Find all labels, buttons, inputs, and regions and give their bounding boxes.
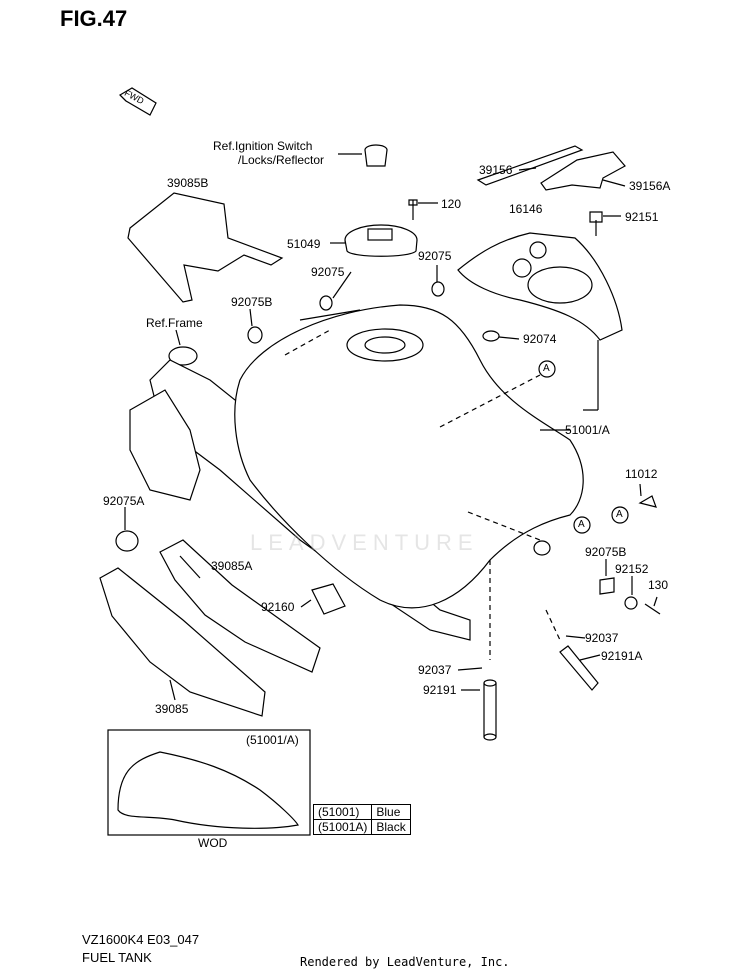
color-row-part: (51001) (312, 804, 373, 820)
leader-lines (124, 153, 658, 701)
inset-box (107, 729, 311, 836)
pad-39085b (127, 192, 284, 303)
figure-title: FIG.47 (60, 6, 128, 31)
callout-51049: 51049 (287, 237, 321, 251)
fwd-arrow (119, 87, 157, 116)
damper-92160 (311, 583, 346, 615)
callout-51001a: 51001/A (565, 423, 610, 437)
callout-92152: 92152 (615, 562, 649, 576)
meter-panel-16146 (457, 232, 623, 341)
callout-16146: 16146 (509, 202, 543, 216)
circle-a-label-1: A (543, 363, 550, 374)
callout-39085: 39085 (155, 702, 189, 716)
callout-ref-ignition-2: /Locks/Reflector (238, 153, 325, 167)
callout-39156a: 39156A (629, 179, 671, 193)
bolt-120 (408, 199, 418, 220)
color-row: (51001) Blue (312, 804, 411, 820)
circle-a-label-3: A (578, 519, 585, 530)
piece-39156a (540, 151, 626, 191)
callout-ref-ignition-1: Ref.Ignition Switch (213, 139, 313, 153)
grommet-92075b-top (247, 326, 263, 344)
ignition-cap (364, 144, 388, 167)
grommet-92075-right (431, 281, 445, 297)
color-row-color: Blue (371, 804, 411, 820)
callout-92075b-bottom: 92075B (585, 545, 627, 559)
callout-39085b: 39085B (167, 176, 209, 190)
callout-ref-frame: Ref.Frame (146, 316, 203, 330)
figure-name: FUEL TANK (82, 950, 152, 965)
cover-39085 (99, 567, 266, 717)
filler-cap-51049 (344, 224, 418, 257)
callout-92037-left: 92037 (418, 663, 452, 677)
callout-39156: 39156 (479, 163, 513, 177)
circle-a-marker-1 (538, 360, 556, 378)
callout-92075b-top: 92075B (231, 295, 273, 309)
color-row-color: Black (371, 819, 411, 835)
circle-a-marker-2 (611, 506, 629, 524)
circle-a-label-2: A (616, 509, 623, 520)
callout-92075-right: 92075 (418, 249, 452, 263)
callout-92151: 92151 (625, 210, 659, 224)
callout-120: 120 (441, 197, 462, 211)
bolt-92151 (589, 211, 603, 236)
model-code: VZ1600K4 E03_047 (82, 932, 200, 947)
color-table: (51001) Blue (51001A) Black (312, 804, 411, 835)
grommet-92075a (115, 530, 139, 552)
fuel-tank-51001 (234, 304, 584, 609)
inset-part-tag: (51001/A) (246, 733, 299, 747)
grommet-92074 (482, 330, 500, 342)
inset-wod-label: WOD (198, 836, 228, 850)
strip-39156 (476, 145, 584, 186)
color-row-part: (51001A) (312, 819, 373, 835)
hose-92191 (483, 679, 497, 741)
callout-92191: 92191 (423, 683, 457, 697)
callout-92074: 92074 (523, 332, 557, 346)
color-row: (51001A) Black (312, 819, 411, 835)
callout-11012: 11012 (625, 467, 658, 481)
callout-130: 130 (648, 578, 669, 592)
circle-a-marker-3 (573, 516, 591, 534)
callout-92191a: 92191A (601, 649, 643, 663)
callout-92075a: 92075A (103, 494, 145, 508)
dashed-lines (284, 329, 561, 660)
grommet-92075-left (319, 295, 333, 311)
callout-92037-right: 92037 (585, 631, 619, 645)
callout-92075-left: 92075 (311, 265, 345, 279)
callout-92160: 92160 (261, 600, 295, 614)
callout-39085a: 39085A (211, 559, 253, 573)
watermark: LEADVENTURE (250, 530, 479, 555)
rendered-by: Rendered by LeadVenture, Inc. (300, 955, 510, 969)
fittings-right (533, 495, 661, 691)
cover-39085a (159, 539, 321, 673)
